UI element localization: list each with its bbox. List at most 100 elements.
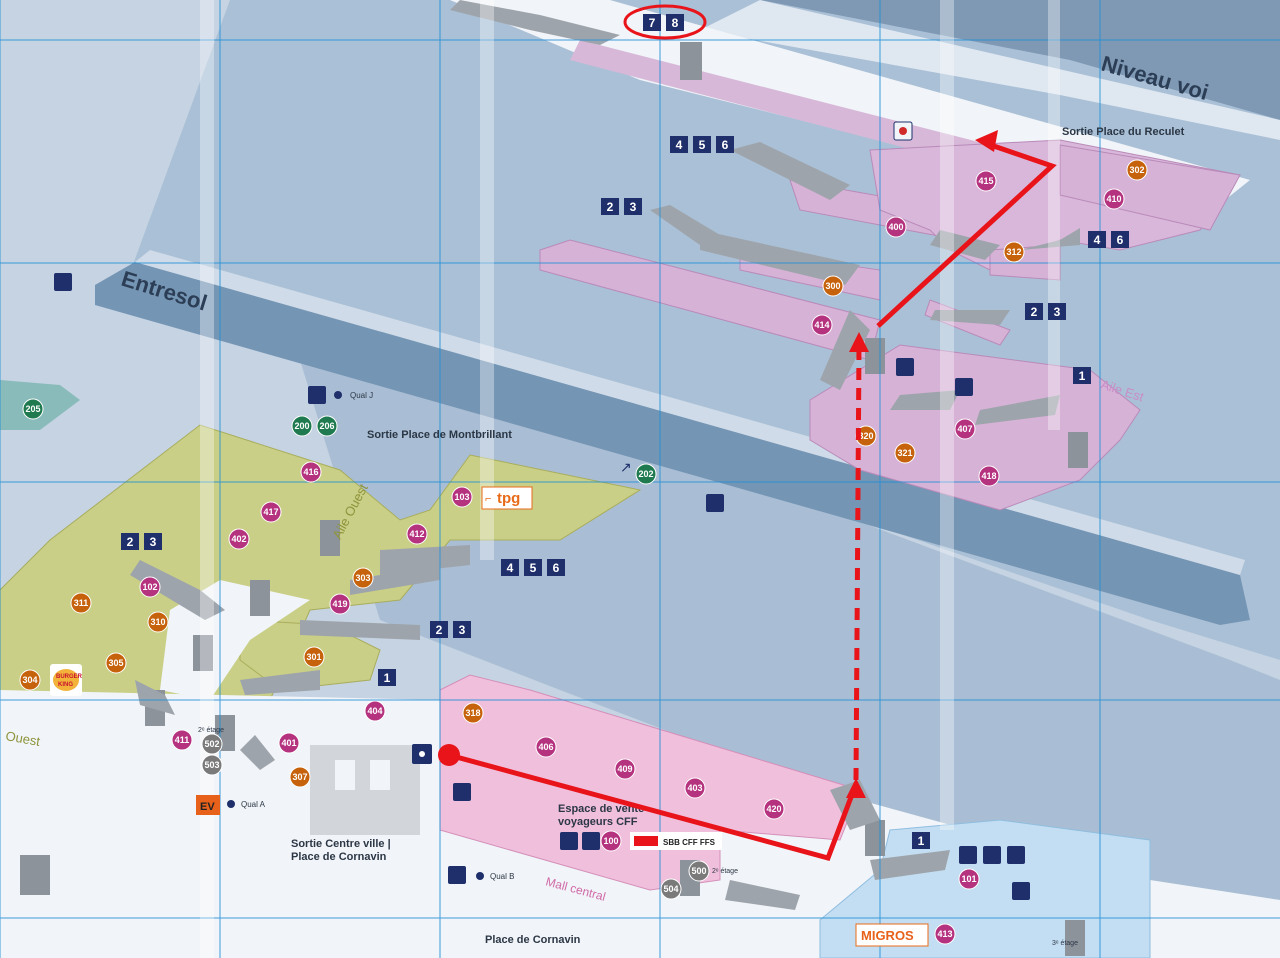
platform-badge-bg	[666, 14, 684, 31]
platform-number: 5	[699, 138, 706, 152]
poi-marker	[954, 418, 976, 440]
poi-number: 404	[367, 706, 382, 716]
platform-number: 2	[436, 623, 443, 637]
poi-marker	[958, 868, 980, 890]
poi-marker	[462, 702, 484, 724]
platform-number: 2	[1031, 305, 1038, 319]
poi-marker	[894, 442, 916, 464]
platform-number: 4	[507, 561, 514, 575]
poi-marker	[19, 669, 41, 691]
platform-number: 3	[1054, 305, 1061, 319]
poi-marker	[352, 567, 374, 589]
toilet-icon	[453, 783, 471, 801]
exit-montbrillant-label: Sortie Place de Montbrillant	[367, 429, 512, 441]
poi-number: 417	[263, 507, 278, 517]
poi-number: 202	[638, 469, 653, 479]
platform-badge-bg	[547, 559, 565, 576]
poi-number: 402	[231, 534, 246, 544]
poi-marker	[316, 415, 338, 437]
poi-number: 403	[687, 783, 702, 793]
poi-marker	[684, 777, 706, 799]
platform-badge-bg	[430, 621, 448, 638]
west-edge-label: Ouest	[4, 728, 41, 749]
exit-centre-label-1: Sortie Centre ville |	[291, 838, 391, 850]
svg-text:SBB CFF FFS: SBB CFF FFS	[663, 838, 716, 847]
bicycle-icon	[54, 273, 72, 291]
poi-number: 420	[766, 804, 781, 814]
poi-marker	[201, 733, 223, 755]
platform-number: 8	[672, 16, 679, 30]
poi-marker	[105, 652, 127, 674]
street-label: Place de Cornavin	[485, 934, 581, 946]
bus-icon	[448, 866, 466, 884]
route-solid-bottom	[448, 752, 859, 862]
poi-number: 419	[332, 599, 347, 609]
poi-number: 307	[292, 772, 307, 782]
platform-number: 6	[553, 561, 560, 575]
poi-number: 320	[858, 431, 873, 441]
poi-number: 401	[281, 738, 296, 748]
poi-number: 304	[22, 675, 37, 685]
poi-number: 418	[981, 471, 996, 481]
poi-number: 205	[25, 404, 40, 414]
poi-number: 200	[294, 421, 309, 431]
poi-marker	[22, 398, 44, 420]
platform-number: 1	[384, 671, 391, 685]
platform-badge-bg	[453, 621, 471, 638]
poi-number: 414	[814, 320, 829, 330]
arrow-up-right-icon: ↗	[620, 459, 632, 475]
poi-number: 406	[538, 742, 553, 752]
floor-note-500: 2ᵉ étage	[712, 868, 738, 875]
platform-badge-bg	[501, 559, 519, 576]
poi-marker	[885, 216, 907, 238]
platform-number: 3	[459, 623, 466, 637]
tpg-logo: tpg ⌐	[481, 486, 533, 510]
poi-number: 410	[1106, 194, 1121, 204]
poi-number: 102	[142, 582, 157, 592]
platform-number: 2	[607, 200, 614, 214]
poi-marker	[1126, 159, 1148, 181]
poi-marker	[260, 501, 282, 523]
mezzanine-band	[95, 262, 1250, 625]
poi-marker	[660, 878, 682, 900]
svg-text:MIGROS: MIGROS	[861, 928, 914, 943]
quai-b-label: Qual B	[490, 872, 514, 881]
platform-badge-bg	[1025, 303, 1043, 320]
poi-marker	[171, 729, 193, 751]
poi-number: 311	[74, 598, 89, 608]
platform-number: 7	[649, 16, 656, 30]
platform-number: 5	[530, 561, 537, 575]
bus-icon	[308, 386, 326, 404]
poi-number: 101	[961, 874, 976, 884]
platform-number: 3	[630, 200, 637, 214]
quai-j-label: Qual J	[350, 391, 373, 400]
exit-centre-label-2: Place de Cornavin	[291, 851, 387, 863]
route-arrow-up	[849, 332, 869, 352]
ticket-office-icon	[560, 832, 578, 850]
taxi-icon	[1007, 846, 1025, 864]
service-center-label-1: Espace de vente	[558, 803, 644, 815]
highlight-ellipse	[623, 4, 707, 40]
poi-marker	[635, 463, 657, 485]
poi-marker	[451, 486, 473, 508]
poi-number: 206	[319, 421, 334, 431]
platform-badge-bg	[378, 669, 396, 686]
poi-marker	[763, 798, 785, 820]
parking-icon	[1012, 882, 1030, 900]
poi-marker	[600, 830, 622, 852]
platform-badge-bg	[1088, 231, 1106, 248]
poi-marker	[934, 923, 956, 945]
route-arrow-up	[846, 778, 866, 798]
sbb-logo: SBB CFF FFS	[630, 832, 722, 850]
poi-marker	[228, 528, 250, 550]
poi-number: 415	[978, 176, 993, 186]
platform-badge-bg	[643, 14, 661, 31]
poi-number: 416	[303, 467, 318, 477]
poi-marker	[291, 415, 313, 437]
poi-marker	[201, 754, 223, 776]
platform-badge-bg	[693, 136, 711, 153]
poi-number: 502	[204, 739, 219, 749]
poi-marker	[535, 736, 557, 758]
information-icon	[582, 832, 600, 850]
poi-marker	[147, 611, 169, 633]
